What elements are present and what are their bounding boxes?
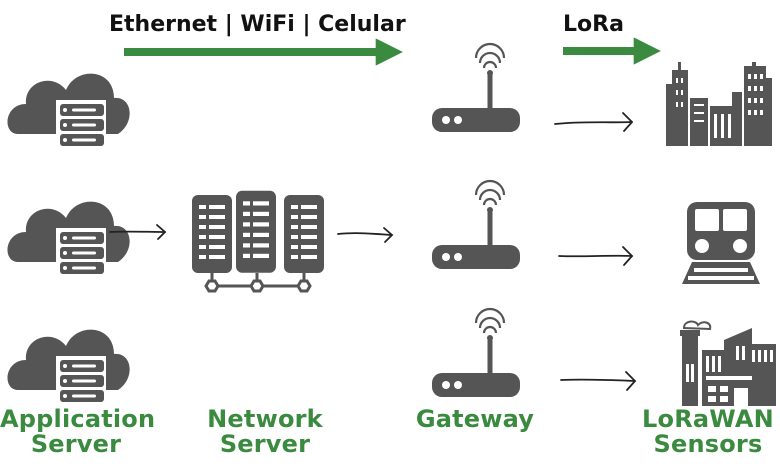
sketch-arrow [558, 246, 634, 266]
transport-label: Ethernet | WiFi | Celular [109, 12, 406, 37]
sketch-arrow [560, 371, 637, 391]
sensors-label: LoRaWAN Sensors [636, 407, 780, 457]
network-server-label-line2: Server [219, 430, 311, 458]
train-icon [682, 202, 760, 284]
sketch-arrow [109, 224, 167, 240]
application-server-label-line2: Server [30, 430, 122, 458]
factory-icon [680, 320, 776, 406]
sketch-arrow [554, 112, 634, 132]
application-server-icon [7, 73, 130, 150]
application-server-label: Application Server [0, 405, 156, 458]
network-server-label-line1: Network [207, 405, 323, 433]
network-server-label: Network Server [190, 407, 340, 457]
gateway-router-icon [430, 307, 522, 399]
gateway-router-icon [430, 42, 522, 134]
network-server-icon [192, 190, 324, 293]
sketch-arrow [337, 227, 394, 243]
gateway-label-line1: Gateway [415, 405, 535, 433]
application-server-label-line1: Application [0, 405, 156, 433]
sensors-label-line2: Sensors [653, 430, 763, 458]
gateway-router-icon [430, 179, 522, 271]
lora-label: LoRa [563, 12, 624, 37]
application-server-icon [7, 329, 130, 406]
city-buildings-icon [666, 62, 772, 146]
application-server-icon [7, 201, 130, 278]
gateway-label: Gateway [400, 407, 550, 432]
sensors-label-line1: LoRaWAN [642, 405, 774, 433]
